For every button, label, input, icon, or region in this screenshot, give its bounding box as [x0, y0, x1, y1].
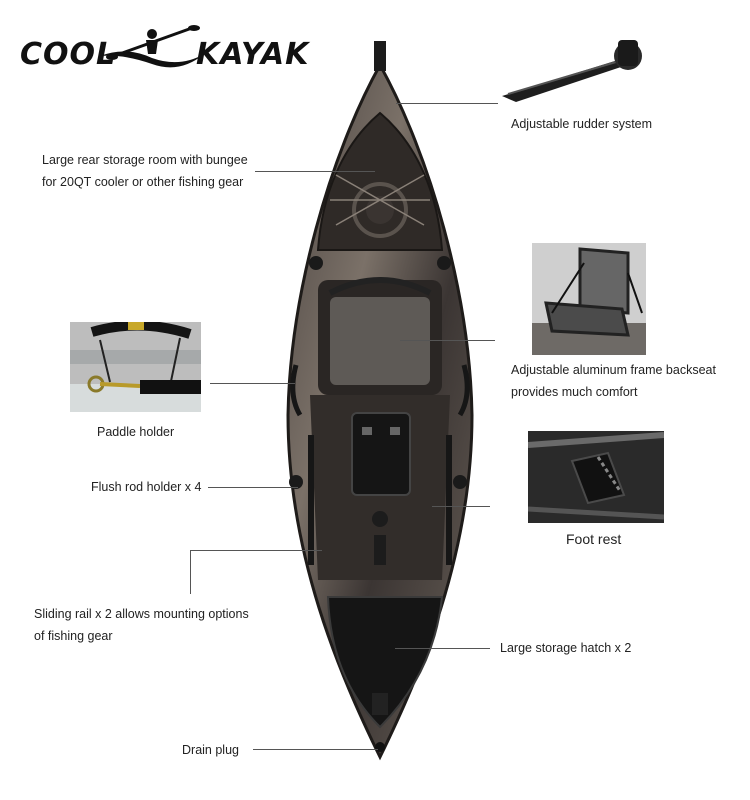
- seat-callout-line2: provides much comfort: [511, 385, 638, 399]
- foot-rest-callout: Foot rest: [566, 531, 622, 547]
- foot-rest-photo: [528, 431, 664, 523]
- rear-tank-well: [316, 111, 444, 251]
- kayaker-logo-icon: [100, 25, 204, 68]
- drain-plug-callout: Drain plug: [182, 743, 239, 757]
- rudder-mount: [374, 41, 386, 71]
- seat-mesh: [330, 297, 430, 385]
- paddle-holder-callout: Paddle holder: [97, 425, 175, 439]
- rod-holder-leader: [208, 487, 298, 488]
- kayak-top-view: [286, 41, 474, 761]
- storage-hatch-callout: Large storage hatch x 2: [500, 641, 632, 655]
- rudder-leader: [396, 103, 498, 104]
- paddle-holder-strap: [290, 364, 303, 417]
- sliding-rail-leader-h: [190, 550, 322, 551]
- sliding-rail-callout-line2: of fishing gear: [34, 629, 113, 643]
- rod-holder-callout: Flush rod holder x 4: [91, 480, 202, 494]
- seat-leader: [400, 340, 495, 341]
- seat-photo: [532, 243, 646, 355]
- rear-storage-callout-line2: for 20QT cooler or other fishing gear: [42, 175, 244, 189]
- rod-holder: [289, 475, 303, 489]
- bungee-cords: [330, 174, 430, 226]
- seat-callout-line1: Adjustable aluminum frame backseat: [511, 363, 716, 377]
- rod-holder: [309, 256, 323, 270]
- storage-hatch-leader: [395, 648, 490, 649]
- logo-word-cool: COOL: [20, 37, 117, 72]
- rudder-photo: [502, 40, 642, 102]
- sliding-rail-right: [446, 435, 452, 565]
- logo-word-kayak: KAYAK: [196, 37, 310, 72]
- rear-storage-callout-line1: Large rear storage room with bungee: [42, 153, 248, 167]
- rod-holder: [453, 475, 467, 489]
- foot-rest-leader: [432, 506, 490, 507]
- rod-holder: [437, 256, 451, 270]
- paddle-holder-leader: [210, 383, 295, 384]
- sliding-rail-left: [308, 435, 314, 565]
- drain-plug: [375, 742, 385, 752]
- paddle-holder-photo: [70, 322, 201, 412]
- rudder-callout: Adjustable rudder system: [511, 117, 653, 131]
- drain-plug-leader: [253, 749, 378, 750]
- center-hatch: [351, 412, 411, 496]
- sliding-rail-callout-line1: Sliding rail x 2 allows mounting options: [34, 607, 249, 621]
- front-storage-hatch: [326, 596, 444, 729]
- rear-storage-leader: [255, 171, 375, 172]
- sliding-rail-leader-v: [190, 550, 191, 594]
